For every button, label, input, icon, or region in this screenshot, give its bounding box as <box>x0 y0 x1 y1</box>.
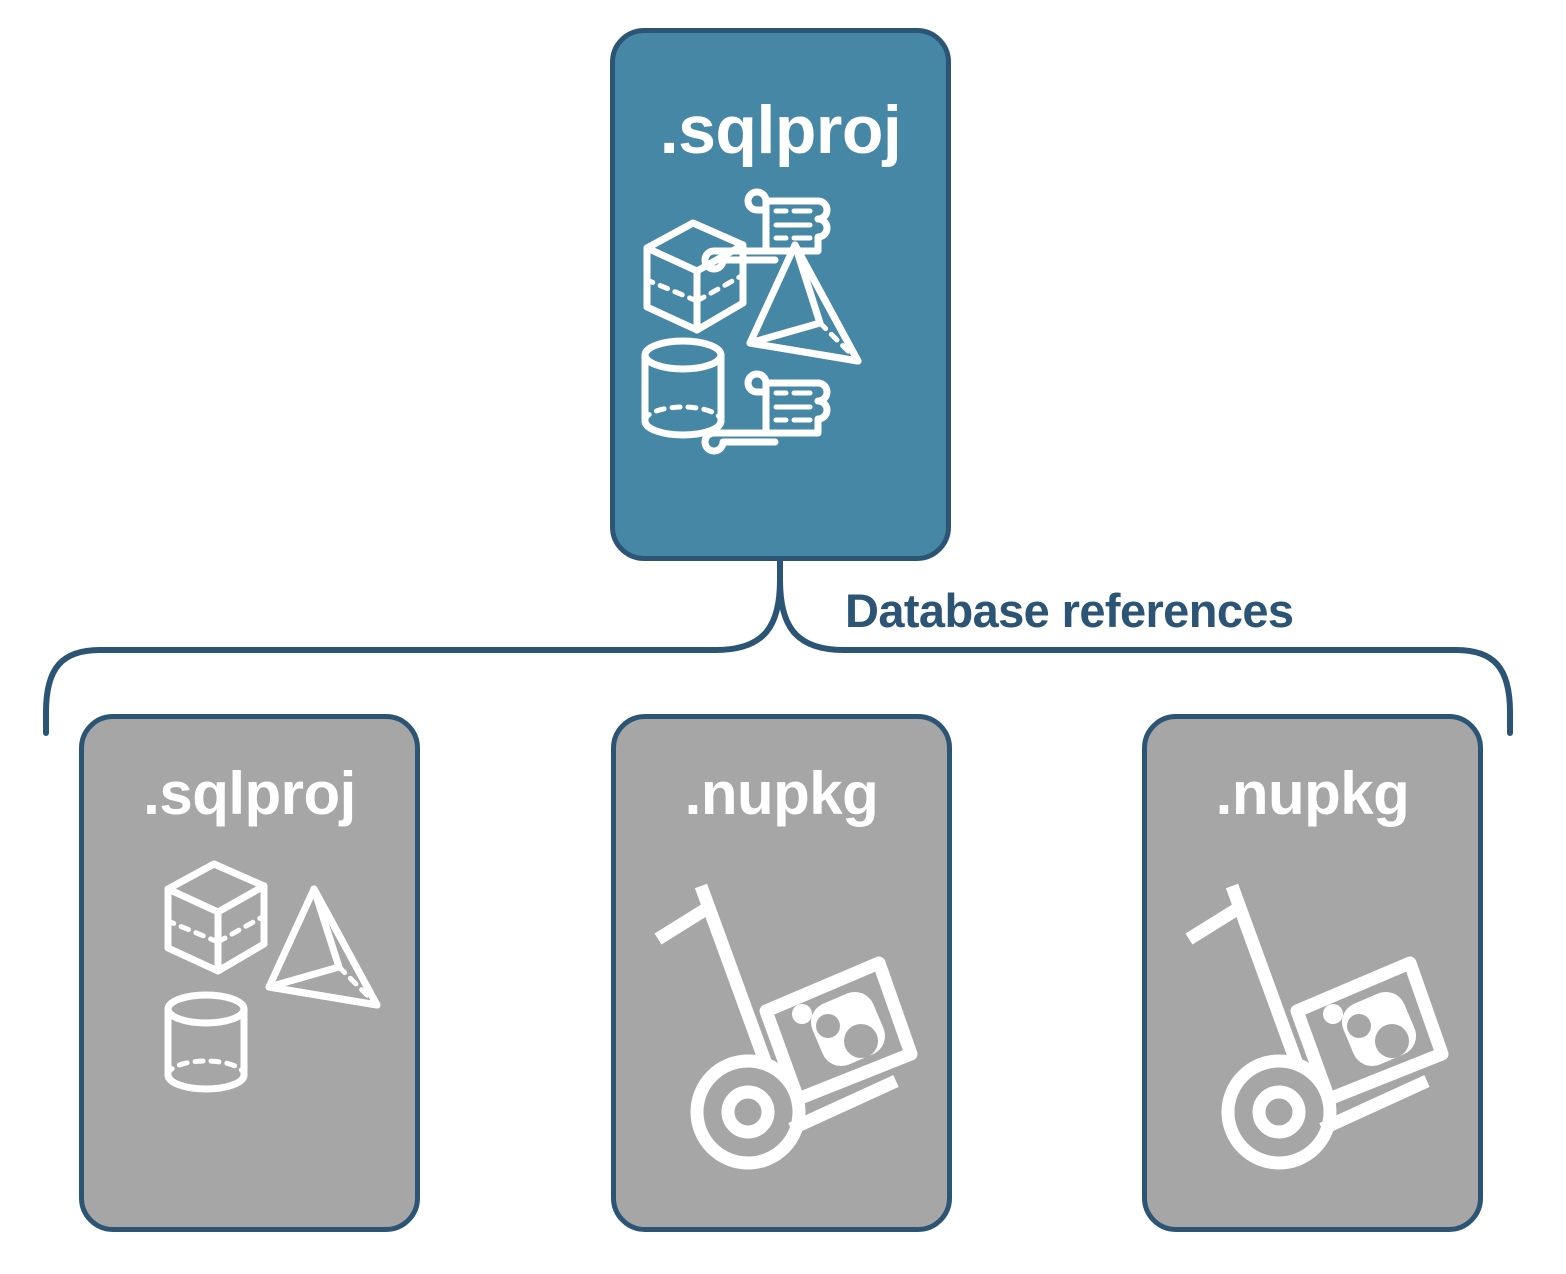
cube-icon <box>643 219 747 334</box>
node-root-artwork <box>615 183 946 473</box>
cylinder-icon <box>164 991 248 1093</box>
scroll-icon <box>701 188 831 273</box>
scroll-icon <box>701 370 831 455</box>
node-child-label: .sqlproj <box>143 760 356 827</box>
node-child-nupkg[interactable]: .nupkg <box>1142 714 1483 1232</box>
package-holes <box>816 1014 878 1058</box>
node-child-sqlproj[interactable]: .sqlproj <box>79 714 420 1232</box>
cylinder-icon <box>641 337 725 439</box>
hand-truck-package-icon <box>654 883 918 1170</box>
node-root-label: .sqlproj <box>659 92 902 168</box>
hand-truck-package-icon <box>1185 883 1449 1170</box>
package-holes <box>1347 1014 1409 1058</box>
node-child-artwork <box>84 859 415 1189</box>
node-root-sqlproj[interactable]: .sqlproj <box>610 28 951 561</box>
node-child-label: .nupkg <box>684 760 879 827</box>
connector-label: Database references <box>845 584 1294 637</box>
pyramid-icon <box>746 241 862 365</box>
cube-icon <box>164 860 268 975</box>
node-child-artwork <box>1147 859 1478 1189</box>
node-child-label: .nupkg <box>1215 760 1410 827</box>
pyramid-icon <box>265 885 381 1009</box>
node-child-artwork <box>616 859 947 1189</box>
node-child-nupkg[interactable]: .nupkg <box>611 714 952 1232</box>
